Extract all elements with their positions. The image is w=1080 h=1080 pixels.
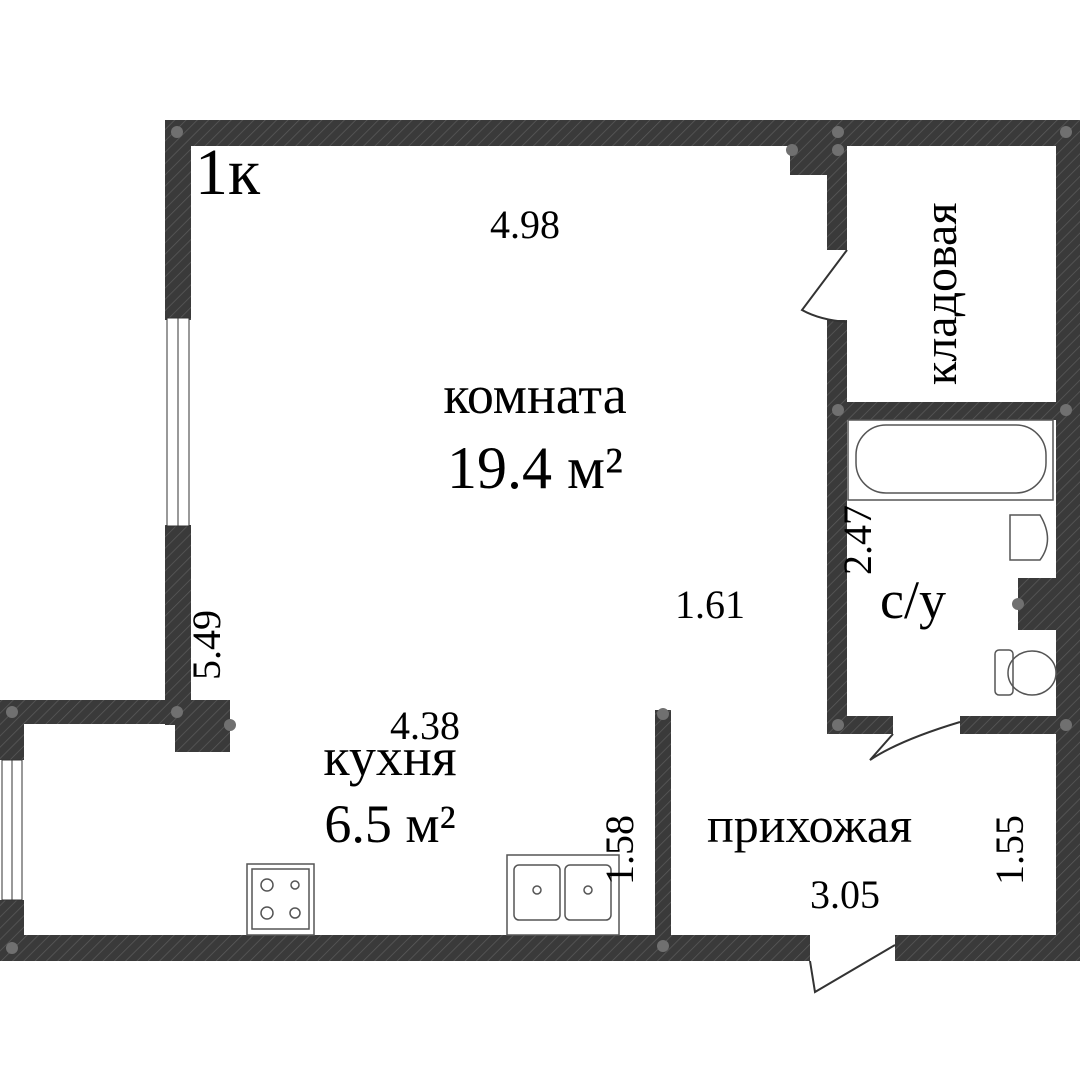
- hallway-width-dimension: 3.05: [810, 872, 880, 917]
- kitchen-name-label: кухня: [323, 727, 457, 787]
- kitchen-height-dimension: 1.58: [597, 815, 642, 885]
- storage-name-label: кладовая: [914, 202, 967, 385]
- door-icon: [809, 944, 896, 994]
- room-height-dimension: 5.49: [184, 610, 229, 680]
- door-icon: [800, 249, 848, 323]
- bathroom-name-label: с/у: [880, 570, 946, 630]
- room-name-label: комната: [443, 365, 627, 425]
- kitchen-area-label: 6.5 м²: [324, 794, 456, 854]
- bathtub-icon: [847, 419, 1054, 501]
- toilet-icon: [994, 649, 1057, 696]
- windows: [1, 317, 190, 901]
- double-sink-icon: [506, 854, 620, 936]
- room-area-label: 19.4 м²: [447, 435, 623, 501]
- walls: [0, 120, 1080, 961]
- bathroom-height-dimension: 2.47: [835, 505, 880, 575]
- joints: [6, 126, 1072, 954]
- kitchen-width-dimension: 4.38: [390, 703, 460, 748]
- doors: [800, 249, 961, 994]
- plan-type-label: 1к: [195, 136, 261, 209]
- hallway-name-label: прихожая: [707, 797, 913, 853]
- room-inner-dimension: 1.61: [675, 582, 745, 627]
- door-icon: [869, 721, 961, 761]
- stove-icon: [246, 863, 315, 936]
- washbasin-icon: [1009, 514, 1049, 561]
- hallway-height-dimension: 1.55: [987, 815, 1032, 885]
- room-width-dimension: 4.98: [490, 202, 560, 247]
